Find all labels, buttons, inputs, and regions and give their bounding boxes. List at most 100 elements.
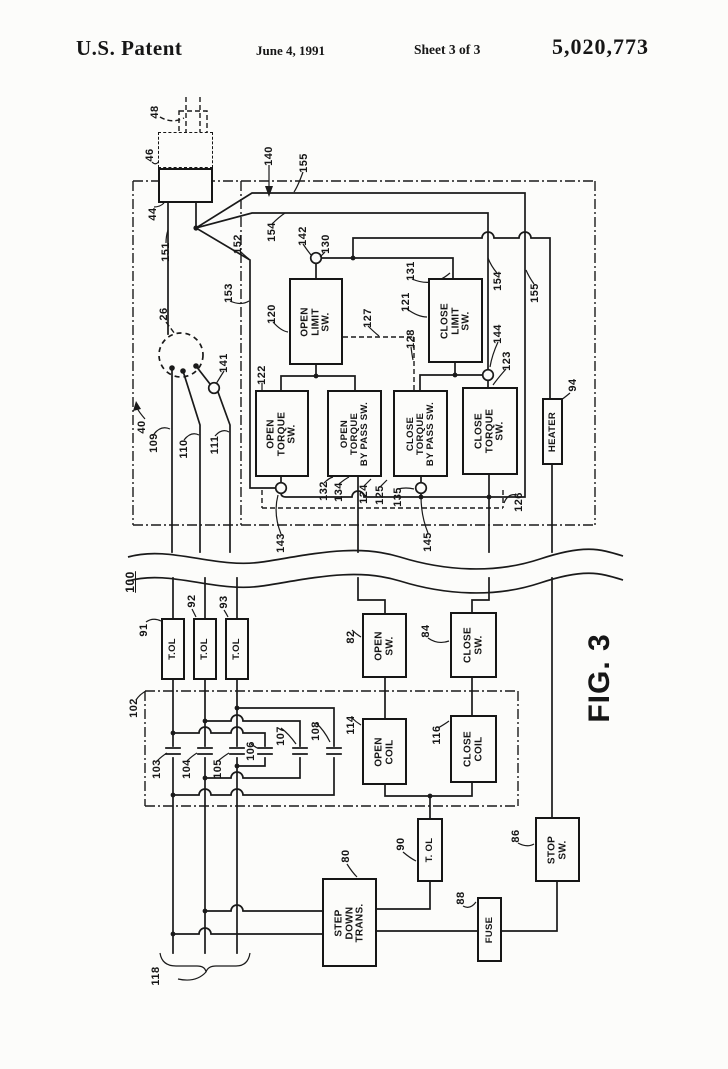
ref-label-106: 106 [245,741,257,761]
ref-label-93: 93 [218,595,230,609]
thermal-overload-91-label: T.OL [167,638,178,660]
ref-label-140: 140 [263,146,275,166]
patent-header-title: U.S. Patent [76,36,183,60]
contact-circle-142 [309,251,323,265]
contact-circle-145 [414,481,428,495]
patent-header-date: June 4, 1991 [256,43,325,58]
fuse-box: FUSE [477,897,502,962]
ref-label-144: 144 [492,324,504,344]
figure-caption: FIG. 3 [583,633,616,723]
ref-label-154: 154 [266,222,278,242]
patent-header-sheet: Sheet 3 of 3 [414,42,481,57]
ref-label-82: 82 [345,630,357,644]
ref-label-141: 141 [218,353,230,373]
ref-label-131: 131 [405,261,417,281]
ref-label-109: 109 [148,433,160,453]
ref-label-100: 100 [123,571,137,593]
ref-label-120: 120 [266,304,278,324]
ref-label-104: 104 [181,759,193,779]
ref-label-155: 155 [298,153,310,173]
ref-label-80: 80 [340,849,352,863]
ref-label-44: 44 [147,207,159,221]
label-leader-lines [135,160,571,981]
thermal-overload-90-box: T. OL [417,818,443,882]
ref-label-111: 111 [209,435,221,455]
motor-connector-box-46 [158,132,213,168]
ref-label-134: 134 [333,482,345,502]
ref-label-26: 26 [158,307,170,321]
ref-label-46: 46 [144,148,156,162]
ref-label-92: 92 [186,594,198,608]
heater-box: HEATER [542,398,563,465]
fuse-label: FUSE [483,916,495,943]
ref-label-152: 152 [232,234,244,254]
arrowhead-40 [133,401,141,411]
arrowhead-140 [265,186,273,197]
ref-label-130: 130 [320,234,332,254]
patent-header-number: 5,020,773 [552,34,649,59]
motor-terminal-box-44 [158,168,213,203]
ref-label-145: 145 [422,532,434,552]
ref-label-107: 107 [275,726,287,746]
ref-label-143: 143 [275,533,287,553]
ref-label-40: 40 [136,420,148,434]
ref-label-91: 91 [138,623,150,637]
ref-label-122: 122 [256,365,268,385]
thermal-overload-92-label: T.OL [199,638,210,660]
ref-label-84: 84 [420,624,432,638]
ref-label-110: 110 [178,439,190,459]
thermal-overload-92-box: T.OL [193,618,217,680]
heater-label: HEATER [546,411,558,452]
ref-label-135: 135 [392,487,404,507]
contact-circle-141 [207,381,221,395]
contact-circle-144 [481,368,495,382]
ref-label-118: 118 [150,966,162,986]
ref-label-94: 94 [567,378,579,392]
ref-label-154b: 154 [492,271,504,291]
ref-label-48: 48 [149,105,161,119]
thermal-overload-93-label: T.OL [231,638,242,660]
junction-dots [169,225,492,937]
ref-label-90: 90 [395,837,407,851]
ref-label-153: 153 [223,283,235,303]
ref-label-123: 123 [501,351,513,371]
thermal-overload-91-box: T.OL [161,618,185,680]
ref-label-108: 108 [310,721,322,741]
motor-circle [158,332,204,378]
ref-label-105: 105 [212,759,224,779]
break-wavy-lines [127,548,624,594]
ref-label-121: 121 [400,292,412,312]
thermal-overload-90-label: T. OL [424,837,435,863]
ref-label-127: 127 [362,308,374,328]
ref-label-103: 103 [151,759,163,779]
ref-label-132: 132 [318,481,330,501]
ref-label-86: 86 [510,829,522,843]
wiring-lines [165,192,558,954]
ref-label-88: 88 [455,891,467,905]
ref-label-155b: 155 [529,283,541,303]
